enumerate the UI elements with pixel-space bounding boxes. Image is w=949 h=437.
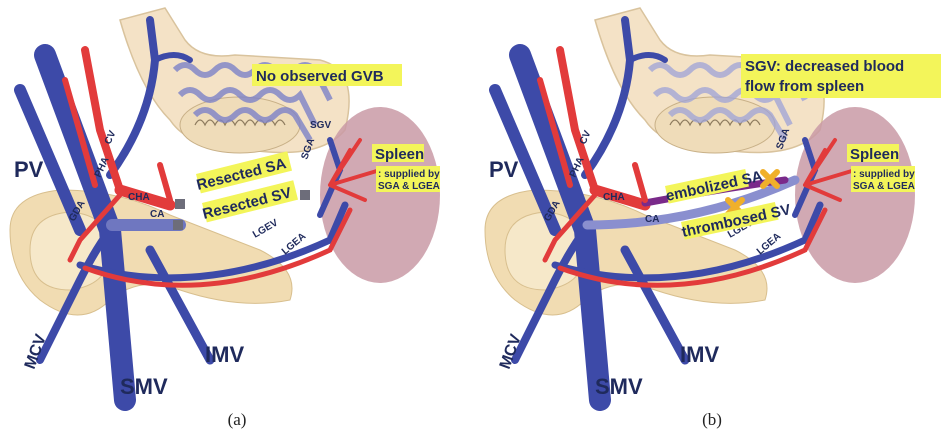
spleen-note-line2: SGA & LGEA: [853, 181, 915, 192]
label-cha: CHA: [128, 192, 150, 203]
spleen: [320, 107, 440, 283]
headline-line1: SGV: decreased blood: [745, 58, 904, 75]
spleen: [795, 107, 915, 283]
caption-a: (a): [0, 410, 474, 430]
spleen-title: Spleen: [375, 146, 424, 163]
label-lgev: LGEV: [251, 217, 280, 240]
spleen-title: Spleen: [850, 146, 899, 163]
label-ca: CA: [150, 209, 164, 220]
label-sgv: SGV: [310, 120, 331, 131]
spleen-note-line1: : supplied by: [853, 169, 915, 180]
caption-b: (b): [475, 410, 949, 430]
headline-line2: flow from spleen: [745, 78, 864, 95]
label-pv: PV: [489, 157, 519, 182]
label-smv: SMV: [120, 374, 168, 399]
label-smv: SMV: [595, 374, 643, 399]
label-imv: IMV: [680, 342, 719, 367]
panel-a: PV CV PHA CHA CA GDA SGV SGA LGEV LGEA M…: [0, 0, 474, 437]
label-cv: CV: [578, 129, 594, 147]
label-ca: CA: [645, 214, 659, 225]
label-imv: IMV: [205, 342, 244, 367]
panel-b-illustration: PV CV PHA CHA CA GDA SGA LGEV LGEA MCV S…: [475, 0, 949, 405]
panel-b: PV CV PHA CHA CA GDA SGA LGEV LGEA MCV S…: [475, 0, 949, 437]
spleen-note-line2: SGA & LGEA: [378, 181, 440, 192]
spleen-note-line1: : supplied by: [378, 169, 440, 180]
label-cha: CHA: [603, 192, 625, 203]
panel-a-illustration: PV CV PHA CHA CA GDA SGV SGA LGEV LGEA M…: [0, 0, 474, 405]
label-cv: CV: [103, 129, 119, 147]
annotation-resected-sv: Resected SV: [201, 184, 293, 222]
headline-no-gvb: No observed GVB: [256, 68, 384, 85]
label-pv: PV: [14, 157, 44, 182]
